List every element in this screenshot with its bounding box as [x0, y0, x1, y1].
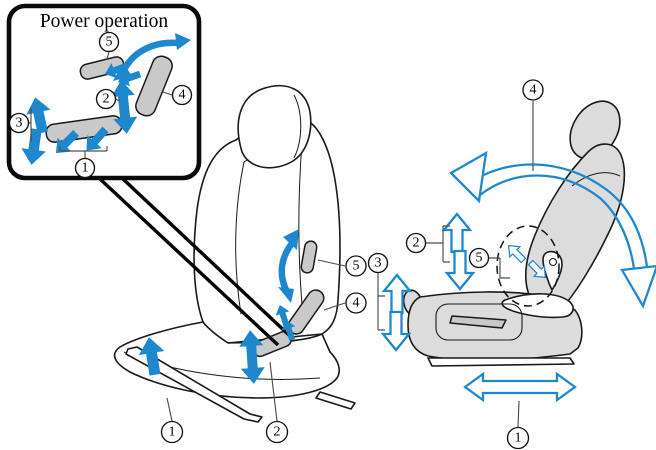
arrow-seatback-curve-head-bottom [278, 287, 294, 303]
leader-front-4 [323, 302, 346, 311]
callout-number: 1 [82, 161, 89, 176]
callout-inset-1: 1 [74, 157, 96, 179]
side-switch-panel [435, 303, 523, 341]
seatback-seam-right [298, 141, 304, 317]
arrow-side-2-up [442, 212, 472, 254]
callout-front-5: 5 [345, 255, 367, 277]
callout-number: 3 [16, 116, 23, 131]
callout-circle [160, 420, 184, 444]
callout-circle [345, 255, 367, 277]
callout-number: 4 [179, 88, 186, 103]
callout-number: 5 [106, 35, 113, 50]
callout-side-3: 3 [367, 252, 389, 274]
seatback-seam-left [235, 161, 245, 315]
inset-arrow-4-head-left [113, 63, 132, 81]
callout-circle [345, 292, 367, 314]
leader-side-1 [517, 400, 520, 428]
callout-circle [522, 79, 544, 101]
callout-number: 5 [353, 259, 360, 274]
headrest-seam [293, 94, 302, 159]
callout-circle [74, 157, 96, 179]
callout-front-1: 1 [160, 420, 184, 444]
side-seatback [524, 143, 626, 316]
callout-inset-5: 5 [98, 31, 120, 53]
side-view-arrows [381, 150, 656, 402]
leader-side-5 [489, 257, 510, 279]
inset-lumbar-switch [79, 56, 125, 80]
callout-side-4: 4 [522, 79, 544, 101]
inset-title: Power operation [40, 11, 169, 32]
callout-number: 2 [103, 92, 110, 107]
arrow-side-5-nw [502, 239, 530, 267]
callout-side-2: 2 [405, 232, 427, 254]
callout-circle [8, 112, 30, 134]
leader-side-2 [426, 225, 450, 263]
leader-inset-4 [162, 91, 173, 96]
side-switch-bar [449, 315, 507, 329]
callout-number: 2 [274, 425, 281, 440]
callout-side-1: 1 [506, 426, 530, 450]
arrow-side-3-down [381, 310, 411, 352]
power-operation-inset: Power operation 5 2 3 [6, 3, 202, 181]
side-view-callouts: 4 2 3 5 1 [367, 79, 544, 450]
callout-circle [468, 247, 490, 269]
callout-number: 1 [169, 425, 176, 440]
front-view-arrows [136, 229, 300, 385]
callout-front-4: 4 [345, 292, 367, 314]
lumbar-knob-center [548, 257, 558, 267]
front-lumbar-switch [300, 240, 318, 274]
callout-number: 2 [413, 236, 420, 251]
arrow-seatback-curve [278, 239, 296, 294]
side-trim-blade [501, 293, 574, 319]
callout-circle [265, 420, 289, 444]
leader-front-5 [317, 259, 346, 267]
leader-front-1 [166, 397, 173, 422]
inset-pointer-line-1 [98, 177, 280, 347]
callout-front-2: 2 [265, 420, 289, 444]
callout-number: 5 [476, 251, 483, 266]
headrest [237, 84, 312, 169]
callout-circle [171, 84, 193, 106]
callout-circle [95, 88, 117, 110]
leader-inset-5 [106, 51, 110, 60]
callout-number: 1 [515, 431, 522, 446]
callout-inset-2: 2 [95, 88, 117, 110]
side-rail [427, 357, 575, 367]
callout-number: 3 [375, 256, 382, 271]
seat-side-view [402, 100, 626, 367]
arrow-seatback-curve-head-top [283, 229, 299, 250]
callout-circle [506, 426, 530, 450]
callout-number: 4 [530, 83, 537, 98]
callout-circle [405, 232, 427, 254]
callout-side-5: 5 [468, 247, 490, 269]
arrow-side-1-slide [463, 372, 577, 402]
front-view-callouts: 1 2 5 4 [160, 255, 367, 444]
callout-inset-4: 4 [171, 84, 193, 106]
leader-front-2 [269, 361, 278, 422]
arrow-recline-arc-head-left [449, 150, 488, 204]
lumbar-dashed-circle [496, 225, 560, 307]
leader-inset-1 [59, 146, 108, 158]
leader-side-3 [377, 273, 385, 331]
callout-number: 4 [353, 296, 360, 311]
inset-pointer-line-2 [121, 177, 292, 338]
inset-arrow-4-head-right [175, 33, 191, 50]
seat-rail-right [315, 391, 356, 410]
callout-circle [98, 31, 120, 53]
inset-recline-switch [135, 55, 173, 117]
arrow-recline-arc-head-right [620, 264, 656, 309]
inset-arrow-4-curve [121, 39, 180, 72]
callout-inset-3: 3 [8, 112, 30, 134]
seat-front-view [113, 84, 356, 423]
callout-circle [367, 252, 389, 274]
